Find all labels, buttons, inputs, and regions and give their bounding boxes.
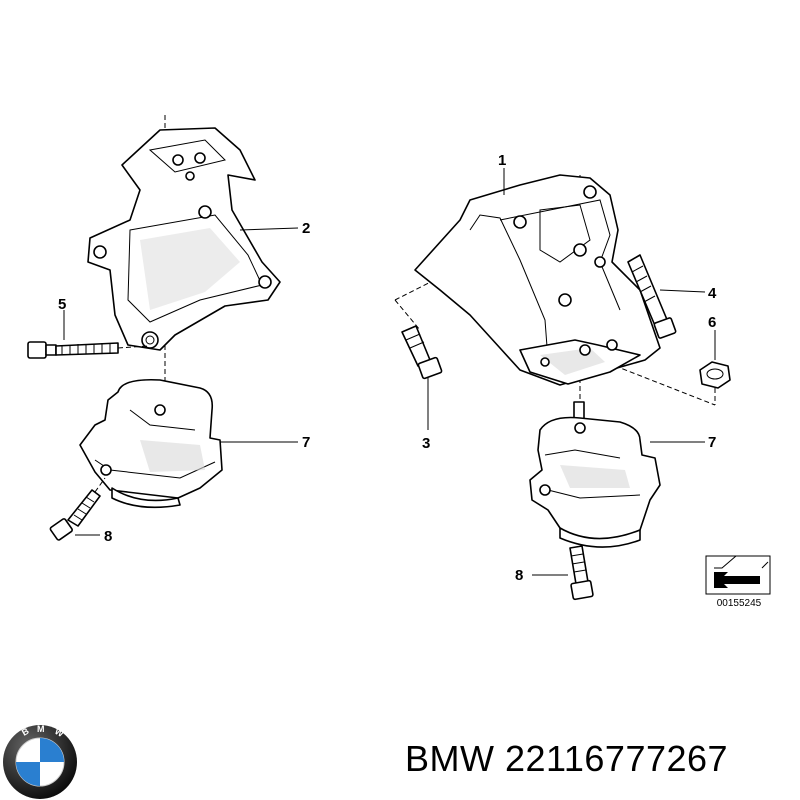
callout-5: 5 (58, 296, 66, 313)
reference-code: 00155245 (716, 598, 762, 609)
svg-text:B: B (20, 726, 31, 738)
part-number-caption: BMW 22116777267 (405, 738, 729, 779)
view-direction-box (705, 555, 771, 595)
callout-8-left: 8 (104, 528, 112, 545)
callout-2: 2 (302, 220, 310, 237)
view-arrow-icon (714, 572, 760, 588)
left-assembly: 2 5 7 8 (27, 115, 310, 545)
left-bolt-8 (49, 477, 106, 541)
callout-3: 3 (422, 435, 430, 452)
right-bolt-3 (401, 325, 443, 380)
left-bolt-5 (27, 341, 149, 359)
right-nut-6 (699, 361, 731, 389)
left-engine-bracket (87, 127, 281, 351)
callout-1: 1 (498, 152, 506, 169)
svg-text:M: M (37, 724, 45, 734)
bmw-roundel-icon: B M W (3, 724, 77, 799)
right-engine-mount-7 (529, 401, 661, 548)
right-engine-bracket (414, 174, 661, 386)
right-assembly: 1 4 6 3 7 8 (394, 152, 731, 601)
callout-6: 6 (708, 314, 716, 331)
callout-8-right: 8 (515, 567, 523, 584)
callout-4: 4 (708, 285, 717, 302)
left-engine-mount-7 (79, 378, 223, 509)
right-bolt-8 (569, 545, 594, 601)
callout-7-left: 7 (302, 434, 310, 451)
right-bolt-4 (627, 254, 677, 339)
callout-7-right: 7 (708, 434, 716, 451)
